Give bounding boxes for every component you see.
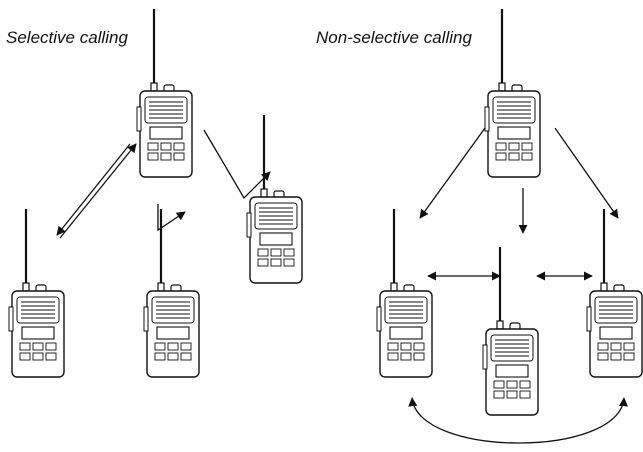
radio-icon-top xyxy=(483,7,542,179)
radio-icon-left-bottom xyxy=(7,207,66,379)
radio-icon-middle-bottom xyxy=(142,207,201,379)
radio-icon-middle xyxy=(481,245,540,417)
arrow-icon-to-right xyxy=(203,129,271,200)
radio-icon-left xyxy=(375,207,434,379)
radio-icon-right-far xyxy=(585,207,643,379)
arrow-icon-top-to-left xyxy=(419,127,486,219)
arrow-icon-top-to-right xyxy=(554,127,619,219)
selective-calling-caption: Selective calling xyxy=(6,28,128,47)
arrow-icon-left-right-curve xyxy=(408,397,628,444)
arrow-icon-to-left xyxy=(56,143,131,236)
radio-icon-center-top xyxy=(135,7,194,179)
radio-icon-right xyxy=(245,113,304,285)
arrow-icon-to-center xyxy=(59,143,137,239)
non-selective-calling-caption: Non-selective calling xyxy=(316,28,472,47)
arrow-icon-to-middle xyxy=(157,204,186,232)
